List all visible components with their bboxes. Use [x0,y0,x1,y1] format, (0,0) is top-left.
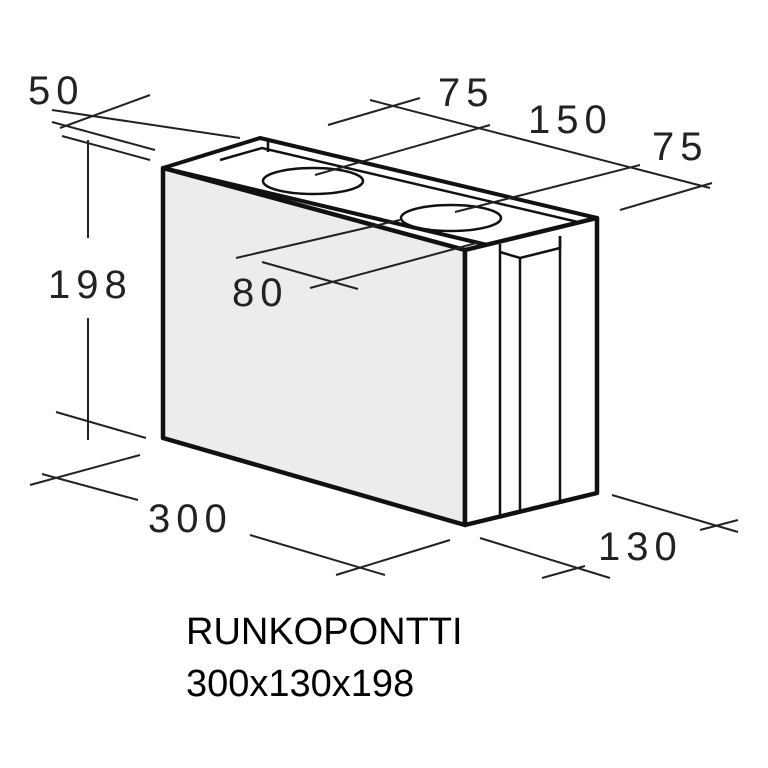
dim-ext-198-bottom [55,411,147,439]
tongue-ridge [219,146,596,228]
dim-label-80: 80 [232,271,289,315]
dim-line-300-ext [41,473,139,501]
dim-label-75-left: 75 [438,71,495,115]
dim-line-80-lower [309,241,481,289]
dim-line-80-upper [235,219,401,259]
dim-label-150: 150 [528,98,613,142]
end-profile-step [499,236,562,260]
dim-line-75-left [327,97,421,126]
dim-label-300: 300 [148,497,233,541]
dim-line-300-left [29,454,141,486]
top-hole-right [399,203,503,233]
top-hole-left [261,166,365,196]
dimension-lines [29,94,739,579]
product-size: 300x130x198 [186,663,415,705]
dim-line-130-left [479,537,611,579]
product-name: RUNKOPONTTI [186,611,463,653]
dim-line-130-tick [541,565,586,579]
dim-line-130-tick-right [699,519,739,531]
dim-ext-198-top [61,135,151,161]
dim-ext-line [51,109,241,139]
dim-line-150 [314,124,491,176]
dim-label-50: 50 [28,69,85,113]
block-end-face [462,215,600,528]
dim-label-130: 130 [598,525,683,569]
dim-chain-lower [454,164,641,213]
dim-label-75-right: 75 [652,125,709,169]
dim-line-300-tick [335,539,451,576]
dim-line-300-right [249,534,386,576]
dim-line-75-right [619,182,713,211]
dim-line-50 [59,94,151,129]
dim-line-80-cross [261,261,359,290]
dim-label-198: 198 [48,263,133,307]
dim-chain-upper [369,99,711,189]
dim-ext-line [51,121,156,151]
